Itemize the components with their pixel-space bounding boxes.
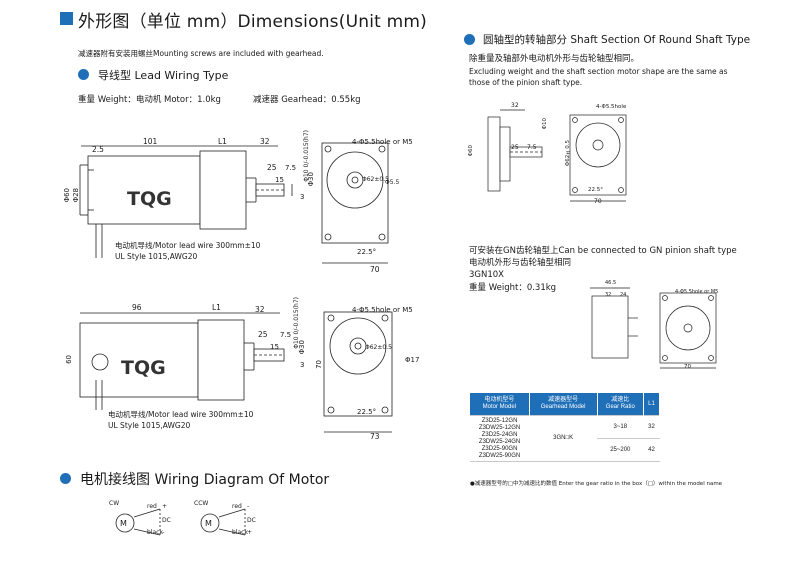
wiring-section-title: 电机接线图 Wiring Diagram Of Motor xyxy=(80,472,330,488)
black-label-ccw: black xyxy=(232,529,248,536)
ratio-cell: 25~200 xyxy=(597,438,644,462)
drawing-round-shaft xyxy=(487,109,627,202)
dim-15: 15 xyxy=(275,176,284,184)
dim-70-2: 70 xyxy=(315,360,323,369)
dc-label-ccw: DC xyxy=(247,517,256,524)
hole-note-2: 4-Φ5.5hole or M5 xyxy=(352,306,413,314)
rs-dim-angle: 22.5° xyxy=(588,187,603,193)
dim-32: 32 xyxy=(260,137,270,146)
gn-line1: 可安装在GN齿轮轴型上Can be connected to GN pinion… xyxy=(469,246,737,256)
dc-label-cw: DC xyxy=(162,517,171,524)
round-shaft-desc-en1: Excluding weight and the shaft section m… xyxy=(469,67,728,76)
plus-ccw: + xyxy=(247,529,253,536)
dim-25-2: 25 xyxy=(258,330,268,339)
rs-dim-phi10: Φ10 xyxy=(542,118,548,130)
lead-wire-label: 电动机导线/Motor lead wire 300mm±10 xyxy=(115,241,261,250)
rs-dim-32: 32 xyxy=(511,102,519,109)
dim-phi28: Φ28 xyxy=(72,188,80,203)
dim-phi62-2: Φ62±0.5 xyxy=(365,344,392,351)
bullet-icon xyxy=(60,473,71,484)
gn-weight: 重量 Weight：0.31kg xyxy=(469,283,557,293)
plus-cw: + xyxy=(162,503,168,510)
th-l1: L1 xyxy=(643,393,660,416)
cw-label: CW xyxy=(109,500,120,507)
wiring-diagram xyxy=(115,508,246,536)
dim-73: 73 xyxy=(370,432,380,441)
dim-phi17: Φ17 xyxy=(405,356,420,364)
dim-96: 96 xyxy=(132,303,142,312)
drawing-lead-wire-round-motor xyxy=(79,142,389,264)
brand-logo: TQG xyxy=(127,188,172,210)
rs-dim-phi60: Φ60 xyxy=(468,145,474,157)
dim-3-2: 3 xyxy=(300,361,305,369)
gn-dim-24: 24 xyxy=(620,292,627,298)
weight-gear: 减速器 Gearhead：0.55kg xyxy=(253,95,361,105)
dim-phi5-5: Φ5.5 xyxy=(385,179,400,186)
round-shaft-desc-cn: 除重量及轴部外电动机外形与齿轮轴型相同。 xyxy=(469,54,640,64)
l1-cell: 32 xyxy=(643,415,660,439)
dim-15-2: 15 xyxy=(270,343,279,351)
dim-angle-2: 22.5° xyxy=(357,408,377,416)
rs-hole: 4-Φ5.5hole xyxy=(596,104,627,110)
screw-note: 减速器附有安装用螺丝Mounting screws are included w… xyxy=(78,49,324,58)
gn-dim-46-5: 46.5 xyxy=(605,280,617,286)
dim-101: 101 xyxy=(143,137,158,146)
dim-7-5-2: 7.5 xyxy=(280,331,292,339)
red-label-cw: red xyxy=(147,503,157,510)
motor-m-ccw: M xyxy=(205,519,212,528)
ratio-cell: 3~18 xyxy=(597,415,644,439)
dim-3: 3 xyxy=(300,193,305,201)
section-marker xyxy=(60,12,73,25)
gn-model: 3GN10X xyxy=(469,270,504,280)
dim-phi30-2: Φ30 xyxy=(298,340,306,355)
lead-section-title: 导线型 Lead Wiring Type xyxy=(98,69,229,82)
gearhead-cell: 3GN□K xyxy=(529,415,598,462)
ul-style-label: UL Style 1015,AWG20 xyxy=(115,252,198,261)
dim-phi30: Φ30 xyxy=(307,172,315,187)
dim-32-2: 32 xyxy=(255,305,265,314)
page-title: 外形图（单位 mm）Dimensions(Unit mm) xyxy=(78,12,427,32)
dim-phi62: Φ62±0.5 xyxy=(362,176,389,183)
minus-ccw: - xyxy=(247,503,250,510)
round-shaft-desc-en2: those of the pinion shaft type. xyxy=(469,78,583,87)
rs-dim-25: 25 xyxy=(511,144,519,151)
dim-25: 25 xyxy=(267,163,277,172)
drawing-gn-gearhead xyxy=(590,287,717,369)
dim-l1: L1 xyxy=(218,137,227,146)
bullet-icon xyxy=(464,34,475,45)
hole-note: 4-Φ5.5hole or M5 xyxy=(352,138,413,146)
dim-7-5: 7.5 xyxy=(285,164,297,172)
red-label-ccw: red xyxy=(232,503,242,510)
rs-dim-70: 70 xyxy=(594,198,602,205)
drawing-lead-wire-square-motor xyxy=(79,311,393,433)
dim-angle: 22.5° xyxy=(357,248,377,256)
lead-wire-label-2: 电动机导线/Motor lead wire 300mm±10 xyxy=(108,410,254,419)
ul-style-label-2: UL Style 1015,AWG20 xyxy=(108,421,191,430)
round-shaft-title: 圆轴型的转轴部分 Shaft Section Of Round Shaft Ty… xyxy=(483,34,751,46)
motor-m-cw: M xyxy=(120,519,127,528)
gn-dim-32: 32 xyxy=(605,292,612,298)
ccw-label: CCW xyxy=(194,500,209,507)
black-label-cw: black xyxy=(147,529,163,536)
table-footnote: ●减速器型号的□中为减速比的数值 Enter the gear ratio in… xyxy=(470,481,723,487)
rs-dim-phi62: Φ62±0.5 xyxy=(565,140,571,167)
brand-logo-2: TQG xyxy=(121,357,166,379)
weight-motor: 重量 Weight：电动机 Motor：1.0kg xyxy=(78,95,221,105)
gn-hole: 4-Φ5.5hole or M5 xyxy=(675,289,719,295)
dim-l1-2: L1 xyxy=(212,303,221,312)
dim-60: 60 xyxy=(65,355,73,364)
gn-dim-70: 70 xyxy=(684,364,691,370)
gn-line2: 电动机外形与齿轮轴型相同 xyxy=(469,258,572,268)
bullet-icon xyxy=(78,69,89,80)
minus-cw: - xyxy=(162,529,165,536)
rs-dim-7-5: 7.5 xyxy=(527,144,537,151)
l1-cell: 42 xyxy=(643,438,660,462)
dim-70: 70 xyxy=(370,265,380,274)
motor-models-cell: Z3D25-12GN Z3DW25-12GN Z3D25-24GN Z3DW25… xyxy=(470,415,530,462)
dim-2-5: 2.5 xyxy=(92,145,104,154)
